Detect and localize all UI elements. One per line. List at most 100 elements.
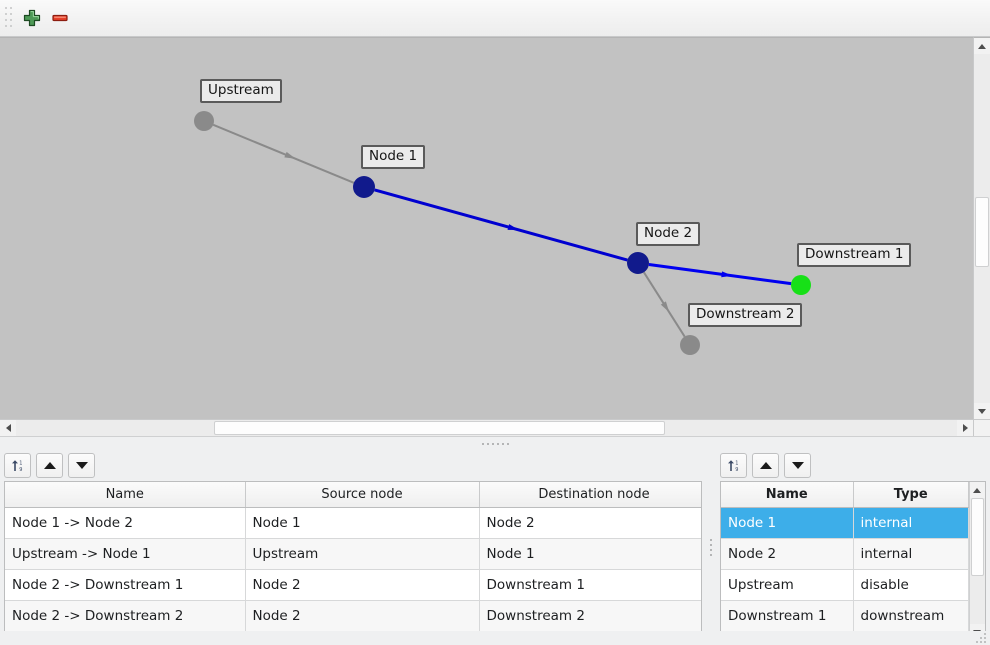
nodes-table-scrollbar[interactable] xyxy=(968,482,985,640)
remove-button[interactable] xyxy=(46,4,74,32)
edge-node2-downstream1-arrowhead xyxy=(721,271,733,278)
toolbar-drag-handle[interactable] xyxy=(4,7,13,29)
vertical-splitter[interactable] xyxy=(706,450,716,645)
edges-sort-button[interactable]: 1 9 xyxy=(4,453,31,478)
nodes-cell-name[interactable]: Node 1 xyxy=(721,507,854,539)
edges-cell-destination[interactable]: Downstream 1 xyxy=(479,569,701,601)
svg-text:1: 1 xyxy=(735,461,738,467)
edges-cell-source[interactable]: Node 2 xyxy=(245,569,480,601)
edge-node2-downstream1[interactable] xyxy=(648,262,792,286)
edges-cell-destination[interactable]: Downstream 2 xyxy=(479,600,701,632)
edges-cell-name[interactable]: Node 2 -> Downstream 1 xyxy=(5,569,246,601)
svg-text:9: 9 xyxy=(19,467,22,473)
nodes-cell-type[interactable]: disable xyxy=(853,569,969,601)
chevron-up-icon xyxy=(978,43,986,49)
splitter-grip-icon xyxy=(481,442,509,445)
graph-node-node2[interactable] xyxy=(627,252,649,274)
splitter-grip-icon xyxy=(710,539,712,556)
nodes-cell-name[interactable]: Upstream xyxy=(721,569,854,601)
graph-node-downstream2[interactable] xyxy=(680,335,700,355)
add-button[interactable] xyxy=(18,4,46,32)
graph-node-node1[interactable] xyxy=(353,176,375,198)
edges-cell-name[interactable]: Node 2 -> Downstream 2 xyxy=(5,600,246,632)
nodes-move-up-button[interactable] xyxy=(752,453,779,478)
graph-node-downstream1[interactable] xyxy=(791,275,811,295)
edge-node2-downstream2-arrowhead xyxy=(660,301,670,313)
scroll-up-button[interactable] xyxy=(974,38,990,54)
nodes-column-header-type[interactable]: Type xyxy=(853,482,969,508)
edge-node1-node2[interactable] xyxy=(374,188,628,262)
chevron-up-icon xyxy=(973,487,982,493)
edges-move-down-button[interactable] xyxy=(68,453,95,478)
nodes-vscroll-thumb[interactable] xyxy=(970,498,984,577)
graph-vertical-scrollbar[interactable] xyxy=(973,37,990,419)
graph-hscroll-thumb[interactable] xyxy=(213,421,666,435)
graph-hscroll-track[interactable] xyxy=(16,420,957,436)
edges-cell-name[interactable]: Node 1 -> Node 2 xyxy=(5,507,246,539)
graph-node-label-node1[interactable]: Node 1 xyxy=(361,145,426,169)
edges-cell-source[interactable]: Node 1 xyxy=(245,507,480,539)
scroll-up-button[interactable] xyxy=(970,482,985,498)
edges-column-header-destination-node[interactable]: Destination node xyxy=(479,482,701,508)
horizontal-splitter[interactable] xyxy=(0,436,990,450)
resize-grip-icon[interactable] xyxy=(976,632,987,644)
arrow-up-icon xyxy=(43,462,56,469)
sort-ascending-icon: 1 9 xyxy=(12,460,22,473)
nodes-cell-type[interactable]: internal xyxy=(853,507,969,539)
edges-move-up-button[interactable] xyxy=(36,453,63,478)
graph-node-upstream[interactable] xyxy=(194,111,214,131)
graph-node-label-downstream2[interactable]: Downstream 2 xyxy=(688,303,803,327)
scroll-left-button[interactable] xyxy=(0,420,16,436)
graph-node-label-node2[interactable]: Node 2 xyxy=(636,222,701,246)
nodes-column-header-name[interactable]: Name xyxy=(721,482,854,508)
edges-cell-destination[interactable]: Node 2 xyxy=(479,507,701,539)
nodes-cell-name[interactable]: Node 2 xyxy=(721,538,854,570)
graph-horizontal-scrollbar[interactable] xyxy=(0,419,973,436)
nodes-cell-name[interactable]: Downstream 1 xyxy=(721,600,854,632)
nodes-cell-type[interactable]: downstream xyxy=(853,600,969,632)
graph-vscroll-track[interactable] xyxy=(974,54,990,403)
nodes-sort-button[interactable]: 1 9 xyxy=(720,453,747,478)
edges-column-header-name[interactable]: Name xyxy=(5,482,246,508)
chevron-left-icon xyxy=(5,424,11,432)
scroll-down-button[interactable] xyxy=(974,403,990,419)
nodes-vscroll-track[interactable] xyxy=(969,498,985,624)
edges-cell-name[interactable]: Upstream -> Node 1 xyxy=(5,538,246,570)
edges-column-header-source-node[interactable]: Source node xyxy=(245,482,480,508)
edge-node1-node2-arrowhead xyxy=(507,224,519,230)
scroll-right-button[interactable] xyxy=(957,420,973,436)
plus-icon xyxy=(23,9,41,27)
graph-vscroll-thumb[interactable] xyxy=(975,197,989,267)
edges-cell-destination[interactable]: Node 1 xyxy=(479,538,701,570)
edges-cell-source[interactable]: Node 2 xyxy=(245,600,480,632)
nodes-move-down-button[interactable] xyxy=(784,453,811,478)
svg-text:9: 9 xyxy=(735,467,738,473)
arrow-down-icon xyxy=(791,462,804,469)
edge-upstream-node1[interactable] xyxy=(212,123,355,184)
edges-cell-source[interactable]: Upstream xyxy=(245,538,480,570)
sort-ascending-icon: 1 9 xyxy=(728,460,738,473)
graph-node-label-upstream[interactable]: Upstream xyxy=(200,79,282,103)
nodes-cell-type[interactable]: internal xyxy=(853,538,969,570)
graph-node-label-downstream1[interactable]: Downstream 1 xyxy=(797,243,912,267)
